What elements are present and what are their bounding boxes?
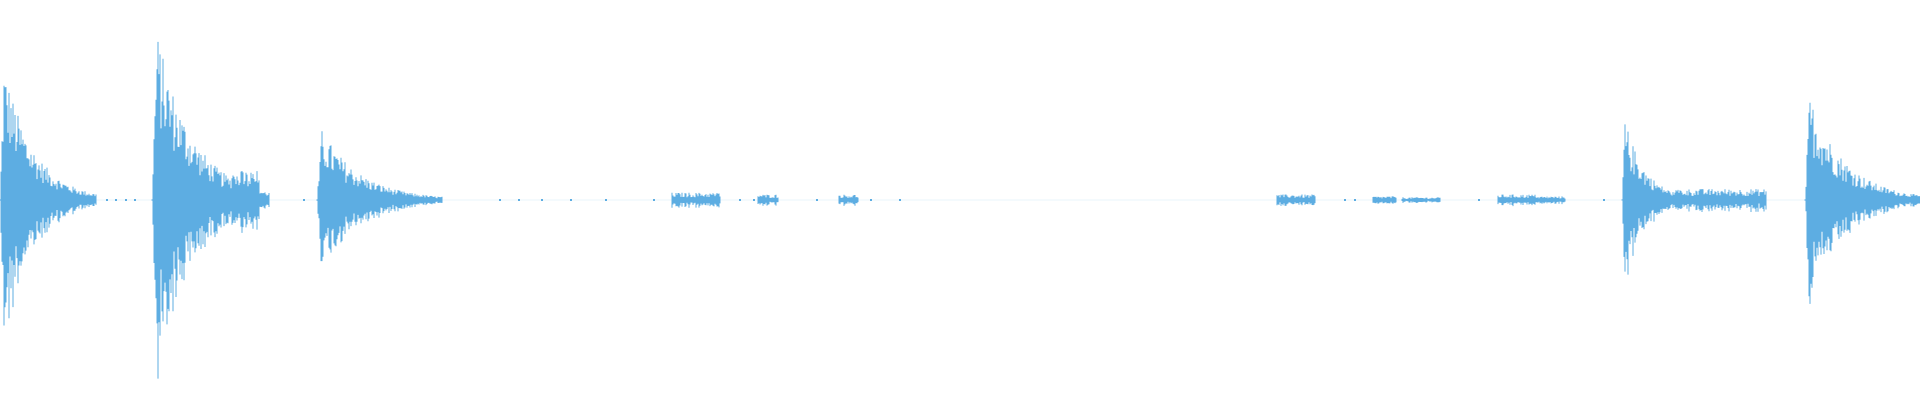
waveform-blip-15 (653, 199, 655, 201)
waveform-blip-13 (570, 199, 572, 201)
waveform-blip-14 (605, 199, 607, 201)
waveform-blip-19 (870, 199, 872, 201)
waveform-blip-2 (125, 199, 127, 201)
waveform-blip-20 (899, 199, 901, 201)
waveform-burst-11 (1401, 197, 1441, 203)
waveform-burst-2 (316, 131, 443, 262)
waveform-blip-29 (1764, 199, 1766, 201)
waveform-blip-18 (816, 199, 818, 201)
waveform-blip-23 (1354, 199, 1356, 201)
waveform-burst-5 (229, 171, 260, 233)
waveform-blip-24 (1478, 199, 1480, 201)
waveform-blip-9 (303, 199, 305, 201)
waveform-burst-10 (1372, 196, 1397, 204)
waveform-burst-13 (1535, 196, 1566, 205)
waveform-blip-8 (265, 199, 267, 201)
waveform-blip-21 (1283, 199, 1285, 201)
waveform-blip-6 (250, 199, 252, 201)
waveform-blip-11 (518, 199, 520, 201)
waveform-blip-26 (1603, 199, 1605, 201)
waveform-blip-3 (134, 199, 136, 201)
waveform-blip-12 (541, 199, 543, 201)
waveform-blip-27 (1751, 199, 1753, 201)
waveform-burst-3 (1804, 102, 1920, 304)
waveform-burst-12 (1497, 194, 1537, 207)
waveform-blip-17 (753, 199, 755, 201)
waveform-burst-14 (1673, 189, 1767, 212)
waveform-blip-22 (1344, 199, 1346, 201)
waveform-blip-10 (499, 199, 501, 201)
waveform-burst-9 (1276, 194, 1316, 206)
waveform-blip-1 (115, 199, 117, 201)
waveform-blip-7 (253, 199, 255, 201)
waveform-burst-8 (838, 194, 859, 206)
waveform-burst-6 (671, 192, 721, 208)
waveform-blip-5 (230, 199, 232, 201)
waveform-blip-4 (211, 199, 213, 201)
waveform-burst-0 (0, 85, 97, 326)
waveform-blip-25 (1503, 199, 1505, 201)
waveform-blip-0 (106, 199, 108, 201)
waveform-burst-7 (757, 194, 779, 206)
waveform-blip-28 (1757, 199, 1759, 201)
waveform-blip-16 (739, 199, 741, 201)
